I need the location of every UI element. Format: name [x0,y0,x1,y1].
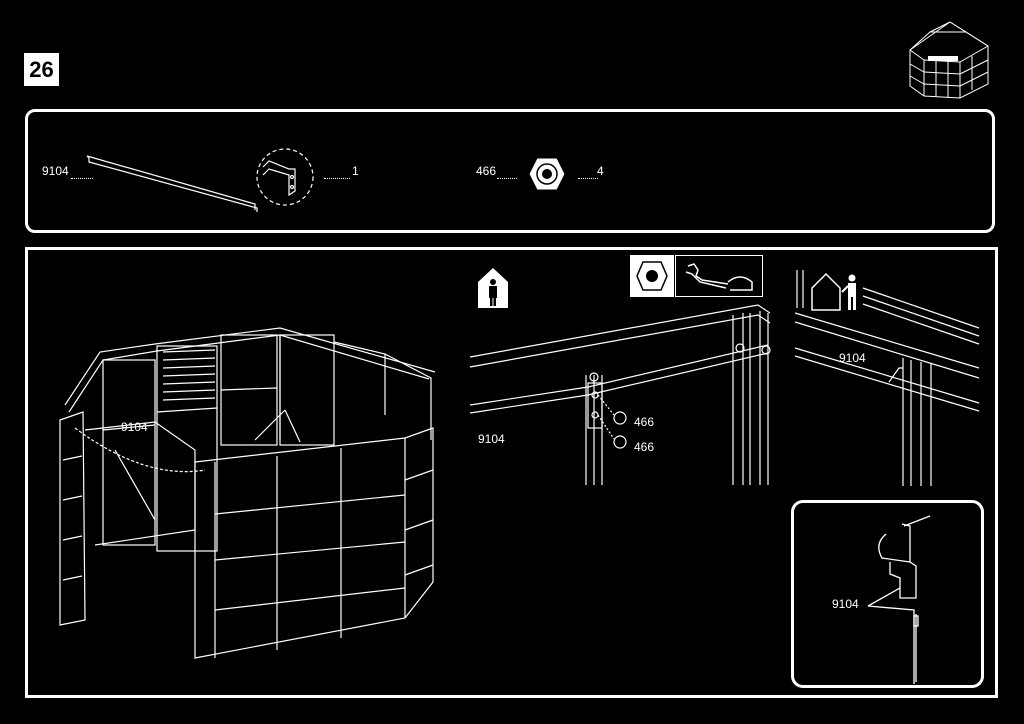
one-person-house-icon [811,272,856,311]
rail-detail-magnifier-icon [256,148,314,206]
nut-icon [636,261,668,291]
gazebo-assembly-drawing [59,327,436,659]
nut-tool-box [630,255,674,297]
rail-part-icon [86,155,258,212]
leader-dots [324,178,350,179]
callout-9104-main: 9104 [121,420,148,434]
parts-list-panel [25,109,995,233]
part-qty-466: 4 [597,164,604,178]
part-code-466: 466 [476,164,497,178]
wrench-icon [685,263,753,291]
rail-profile-drawing [867,515,931,684]
wrench-tool-box [675,255,763,297]
callout-466-a: 466 [634,415,655,429]
callout-9104-inset: 9104 [832,597,859,611]
callout-466-b: 466 [634,440,655,454]
part-qty-9104: 1 [352,164,359,178]
step-number: 26 [24,53,59,86]
profile-inset-panel [791,500,984,688]
nut-icon [528,157,566,191]
two-person-house-icon [478,268,508,308]
leader-dots [71,178,93,179]
callout-9104-detail: 9104 [478,432,505,446]
gazebo-thumbnail-icon [909,21,989,99]
rail-connection-detail [469,304,771,485]
roof-rail-side-detail [794,270,980,486]
leader-dots [497,178,517,179]
part-code-9104: 9104 [42,164,69,178]
callout-9104-side: 9104 [839,351,866,365]
leader-dots [578,178,598,179]
assembly-panel [25,247,998,698]
